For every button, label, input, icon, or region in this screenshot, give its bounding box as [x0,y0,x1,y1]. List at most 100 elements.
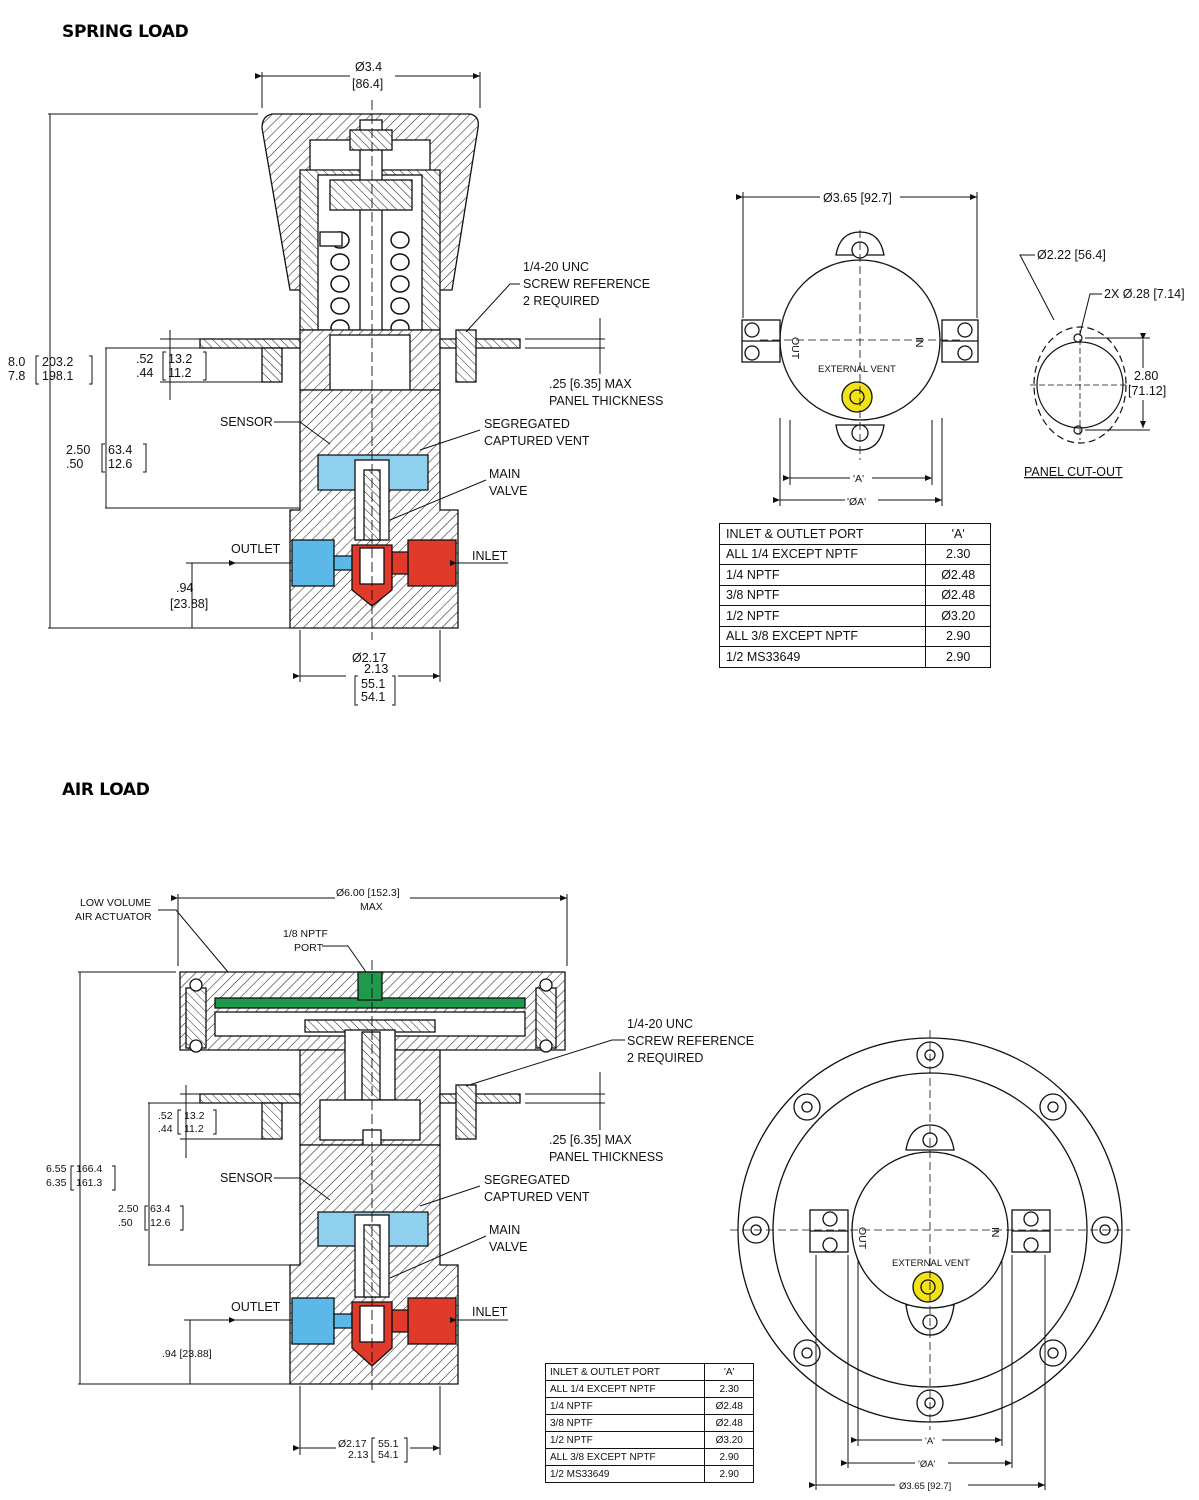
spring-load-dimensions [35,72,605,706]
sl-port-in: .94 [176,581,193,595]
sl-top-dia-mm: [86.4] [352,77,383,91]
sl-height-mm-b: 198.1 [42,369,73,383]
tv-in: IN [913,337,925,348]
sl-vent-2: CAPTURED VENT [484,434,590,448]
table-cell: Ø2.48 [925,584,991,606]
air-load-top-view [730,1030,1130,1490]
atv-in: IN [989,1227,1001,1238]
al-valve-2: VALVE [489,1240,527,1254]
al-panel-in-a: .52 [158,1110,173,1122]
al-sensor: SENSOR [220,1171,273,1185]
sl-inlet: INLET [472,549,508,563]
sl-panel-thk-1: .25 [6.35] MAX [549,377,632,391]
atv-oa: 'ØA' [918,1459,936,1470]
al-mid-mm-b: 12.6 [150,1217,171,1229]
sl-panel-in-a: .52 [136,352,153,366]
sl-body-in-a: Ø2.17 [352,651,386,665]
sl-height-in-a: 8.0 [8,355,25,369]
panel-cutout-labels: Ø2.22 [56.4] 2X Ø.28 [7.14] 2.80 [71.12]… [1024,248,1185,479]
table-header-port: INLET & OUTLET PORT [718,523,927,545]
al-top-dia: Ø6.00 [152.3] [336,887,400,899]
tv-oa: 'ØA' [847,496,866,508]
al-screw-3: 2 REQUIRED [627,1051,703,1065]
spring-load-title: SPRING LOAD [62,22,189,42]
table-cell: 2.90 [704,1465,754,1483]
al-mid-in-b: .50 [118,1217,133,1229]
al-panel-in-b: .44 [158,1123,173,1135]
pc-holes: 2X Ø.28 [7.14] [1104,287,1185,301]
sl-screw-3: 2 REQUIRED [523,294,599,308]
table-cell: 2.90 [704,1448,754,1466]
table-cell: 1/2 NPTF [544,1431,706,1449]
al-height-mm-a: 166.4 [76,1163,102,1175]
al-valve-1: MAIN [489,1223,520,1237]
atv-external-vent: EXTERNAL VENT [892,1258,970,1269]
sl-panel-mm-a: 13.2 [168,352,192,366]
al-outlet: OUTLET [231,1300,281,1314]
al-panel-mm-b: 11.2 [184,1123,204,1135]
al-port-dim: .94 [23.88] [162,1348,212,1360]
sl-valve-1: MAIN [489,467,520,481]
table-cell: ALL 1/4 EXCEPT NPTF [544,1380,706,1398]
pc-dia: Ø2.22 [56.4] [1037,248,1106,262]
sl-mid-in-a: 2.50 [66,443,90,457]
port-table-spring: INLET & OUTLET PORT 'A' ALL 1/4 EXCEPT N… [718,523,991,668]
pc-spacing-b: [71.12] [1128,384,1166,398]
sl-panel-in-b: .44 [136,366,153,380]
port-table-air: INLET & OUTLET PORT 'A' ALL 1/4 EXCEPT N… [544,1363,754,1483]
al-inlet: INLET [472,1305,508,1319]
table-header-port: INLET & OUTLET PORT [544,1363,706,1381]
table-cell: 3/8 NPTF [544,1414,706,1432]
sl-valve-2: VALVE [489,484,527,498]
al-mid-in-a: 2.50 [118,1203,139,1215]
atv-dia: Ø3.65 [92.7] [899,1481,951,1492]
sl-body-in-b: 2.13 [364,662,388,676]
table-cell: 2.90 [925,646,991,668]
sl-height-mm-a: 203.2 [42,355,73,369]
al-mid-mm-a: 63.4 [150,1203,171,1215]
sl-screw-2: SCREW REFERENCE [523,277,650,291]
tv-external-vent: EXTERNAL VENT [818,364,896,375]
air-load-labels: LOW VOLUME AIR ACTUATOR Ø6.00 [152.3] MA… [46,887,754,1461]
sl-body-mm-b: 54.1 [361,690,385,704]
tv-dia: Ø3.65 [92.7] [823,191,892,205]
atv-out: OUT [856,1227,868,1250]
al-height-in-b: 6.35 [46,1177,67,1189]
al-port-1: 1/8 NPTF [283,928,328,940]
al-height-mm-b: 161.3 [76,1177,102,1189]
table-cell: Ø3.20 [704,1431,754,1449]
table-cell: 2.90 [925,625,991,647]
al-actuator-2: AIR ACTUATOR [75,911,152,923]
tv-out: OUT [789,337,801,360]
al-top-max: MAX [360,901,383,913]
al-body-mm-b: 54.1 [378,1449,399,1461]
table-header-a: 'A' [925,523,991,545]
al-screw-2: SCREW REFERENCE [627,1034,754,1048]
table-cell: 1/4 NPTF [718,564,927,586]
al-vent-2: CAPTURED VENT [484,1190,590,1204]
panel-cutout-view [1019,254,1150,444]
table-cell: 3/8 NPTF [718,584,927,606]
sl-panel-thk-2: PANEL THICKNESS [549,394,663,408]
al-port-2: PORT [294,942,324,954]
sl-height-in-b: 7.8 [8,369,25,383]
pc-title: PANEL CUT-OUT [1024,465,1123,479]
sl-panel-mm-b: 11.2 [168,366,191,380]
sl-screw-1: 1/4-20 UNC [523,260,589,274]
spring-load-top-view-labels: Ø3.65 [92.7] OUT IN EXTERNAL VENT 'A' 'Ø… [789,191,925,508]
al-actuator-1: LOW VOLUME [80,897,151,909]
al-panel-thk-2: PANEL THICKNESS [549,1150,663,1164]
table-cell: 1/4 NPTF [544,1397,706,1415]
al-panel-thk-1: .25 [6.35] MAX [549,1133,632,1147]
sl-mid-mm-b: 12.6 [108,457,132,471]
al-body-in-a: Ø2.17 [338,1438,367,1450]
